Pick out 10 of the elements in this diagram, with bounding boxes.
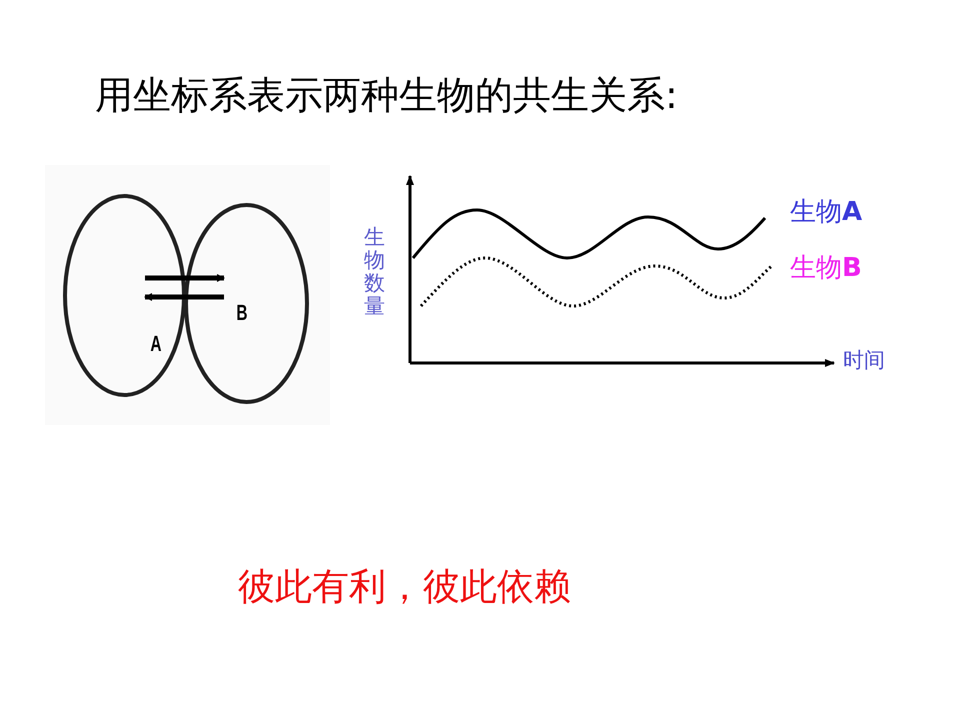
arrow [145,274,225,282]
title: 用坐标系表示两种生物的共生关系: [95,72,678,119]
axis-label: 生物数量 [364,226,385,318]
node-letter: A [150,331,162,357]
caption-text: 彼此有利，彼此依赖 [238,567,571,608]
arrow [144,293,224,301]
node-letter: B [236,300,248,326]
curve-label: 生物A [790,198,862,227]
axis-label: 时间 [843,349,885,372]
curve-label: 生物B [790,254,862,283]
